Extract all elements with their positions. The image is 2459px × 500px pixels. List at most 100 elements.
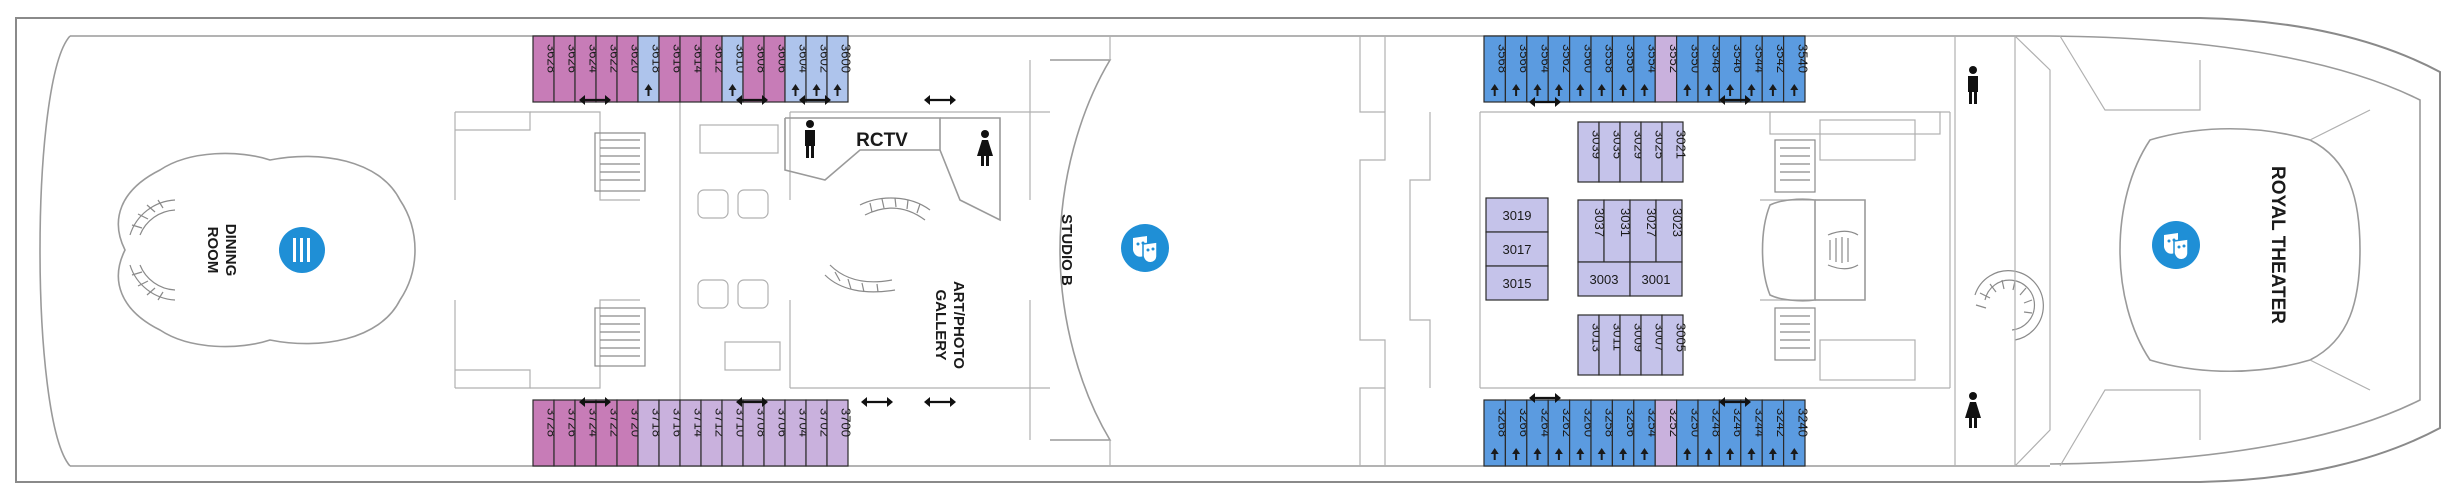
inner-hull-bow bbox=[2049, 35, 2421, 465]
art-gallery-label-line2: GALLERY bbox=[932, 289, 949, 360]
double-arrow-icon bbox=[799, 95, 831, 105]
arrow-up-icon bbox=[1533, 84, 1542, 96]
arrow-up-icon bbox=[1490, 448, 1499, 460]
rctv-label: RCTV bbox=[856, 130, 908, 151]
arrow-up-icon bbox=[1619, 448, 1628, 460]
art-gallery[interactable]: ART/PHOTO GALLERY bbox=[824, 197, 967, 369]
cabin-3552[interactable]: 3552 bbox=[1654, 35, 1682, 103]
cabin-3031[interactable]: 3031 bbox=[1603, 199, 1633, 263]
studio-b[interactable]: STUDIO B bbox=[1029, 36, 1169, 466]
double-arrow-icon bbox=[736, 397, 768, 407]
cabin-3015[interactable]: 3015 bbox=[1485, 265, 1549, 301]
double-arrow-icon bbox=[924, 397, 956, 407]
art-gallery-label-line1: ART/PHOTO bbox=[950, 281, 967, 369]
arrow-up-icon bbox=[1747, 84, 1756, 96]
dining-room-label-line1: DINING bbox=[222, 224, 239, 277]
forward-atrium bbox=[1761, 198, 1866, 302]
gallery-stair-bottom bbox=[824, 264, 896, 293]
aft-staircase-top bbox=[594, 132, 646, 192]
cabin-number: 3003 bbox=[1590, 272, 1619, 287]
cabin-3011[interactable]: 3011 bbox=[1598, 314, 1626, 376]
double-arrow-icon bbox=[861, 397, 893, 407]
restroom-man-icon bbox=[1968, 66, 1978, 104]
cabin-number: 3015 bbox=[1503, 276, 1532, 291]
cabin-number: 3700 bbox=[839, 408, 854, 437]
cabin-3023[interactable]: 3023 bbox=[1655, 199, 1685, 263]
arrow-up-icon bbox=[1640, 84, 1649, 96]
arrow-up-icon bbox=[1597, 448, 1606, 460]
cabin-number: 3240 bbox=[1795, 408, 1810, 437]
theater-masks-icon bbox=[1121, 224, 1169, 272]
arrow-up-icon bbox=[1790, 84, 1799, 96]
cabin-3017[interactable]: 3017 bbox=[1485, 231, 1549, 267]
arrow-up-icon bbox=[791, 84, 800, 96]
double-arrow-icon bbox=[736, 95, 768, 105]
double-arrow-icon bbox=[924, 95, 956, 105]
cabin-3037[interactable]: 3037 bbox=[1577, 199, 1607, 263]
studio-b-label: STUDIO B bbox=[1058, 214, 1075, 286]
forward-stair-area bbox=[1760, 111, 1941, 381]
arrow-up-icon bbox=[1790, 448, 1799, 460]
arrow-up-icon bbox=[1704, 84, 1713, 96]
royal-theater[interactable]: ROYAL THEATER bbox=[2119, 109, 2371, 391]
gallery-stair-top bbox=[859, 197, 931, 221]
dining-spiral-stair bbox=[129, 199, 176, 301]
arrow-up-icon bbox=[1619, 84, 1628, 96]
dining-room-outline bbox=[117, 152, 416, 348]
cabin-3540[interactable]: 3540 bbox=[1782, 35, 1811, 103]
arrow-up-icon bbox=[1512, 448, 1521, 460]
forward-walls bbox=[1954, 35, 2201, 467]
cabin-3252[interactable]: 3252 bbox=[1654, 399, 1682, 467]
double-arrow-icon bbox=[1719, 397, 1751, 407]
arrow-up-icon bbox=[728, 84, 737, 96]
cabin-3240[interactable]: 3240 bbox=[1782, 399, 1811, 467]
arrow-up-icon bbox=[644, 84, 653, 96]
cabin-3019[interactable]: 3019 bbox=[1485, 197, 1549, 233]
arrow-up-icon bbox=[1768, 448, 1777, 460]
restroom-woman-icon bbox=[977, 130, 993, 166]
double-arrow-icon bbox=[1529, 393, 1561, 403]
studio-b-outline bbox=[1050, 59, 1112, 441]
cabin-3001[interactable]: 3001 bbox=[1629, 261, 1683, 297]
arrow-up-icon bbox=[1726, 448, 1735, 460]
arrow-up-icon bbox=[1640, 448, 1649, 460]
restroom-woman-icon bbox=[1965, 392, 1981, 428]
ship-hull bbox=[15, 17, 2441, 483]
cabin-number: 3023 bbox=[1670, 208, 1685, 237]
cabin-3021[interactable]: 3021 bbox=[1661, 121, 1689, 183]
cabin-3256[interactable]: 3256 bbox=[1611, 399, 1639, 467]
double-arrow-icon bbox=[1529, 97, 1561, 107]
elevator-bank bbox=[697, 124, 781, 371]
inner-hull-aft bbox=[39, 35, 71, 467]
cabin-number: 3001 bbox=[1642, 272, 1671, 287]
cabin-number: 3600 bbox=[839, 44, 854, 73]
double-arrow-icon bbox=[579, 397, 611, 407]
arrow-up-icon bbox=[1512, 84, 1521, 96]
double-arrow-icon bbox=[1719, 95, 1751, 105]
royal-theater-label: ROYAL THEATER bbox=[2267, 166, 2288, 324]
cabin-3005[interactable]: 3005 bbox=[1661, 314, 1689, 376]
arrow-up-icon bbox=[1683, 448, 1692, 460]
aft-interior-walls bbox=[454, 60, 1050, 440]
cabin-3700[interactable]: 3700 bbox=[826, 399, 854, 467]
arrow-up-icon bbox=[1747, 448, 1756, 460]
cabin-3027[interactable]: 3027 bbox=[1629, 199, 1659, 263]
cabin-3600[interactable]: 3600 bbox=[826, 35, 854, 103]
aft-staircase-bottom bbox=[594, 307, 646, 367]
dining-room[interactable]: DINING ROOM bbox=[117, 152, 416, 348]
arrow-up-icon bbox=[1597, 84, 1606, 96]
restroom-man-icon bbox=[805, 120, 815, 158]
dining-room-label-line2: ROOM bbox=[204, 227, 221, 274]
fork-knife-icon bbox=[279, 227, 325, 273]
cabin-3003[interactable]: 3003 bbox=[1577, 261, 1631, 297]
connecting-door-markers bbox=[579, 95, 1751, 407]
rctv-room[interactable]: RCTV bbox=[784, 117, 1001, 222]
